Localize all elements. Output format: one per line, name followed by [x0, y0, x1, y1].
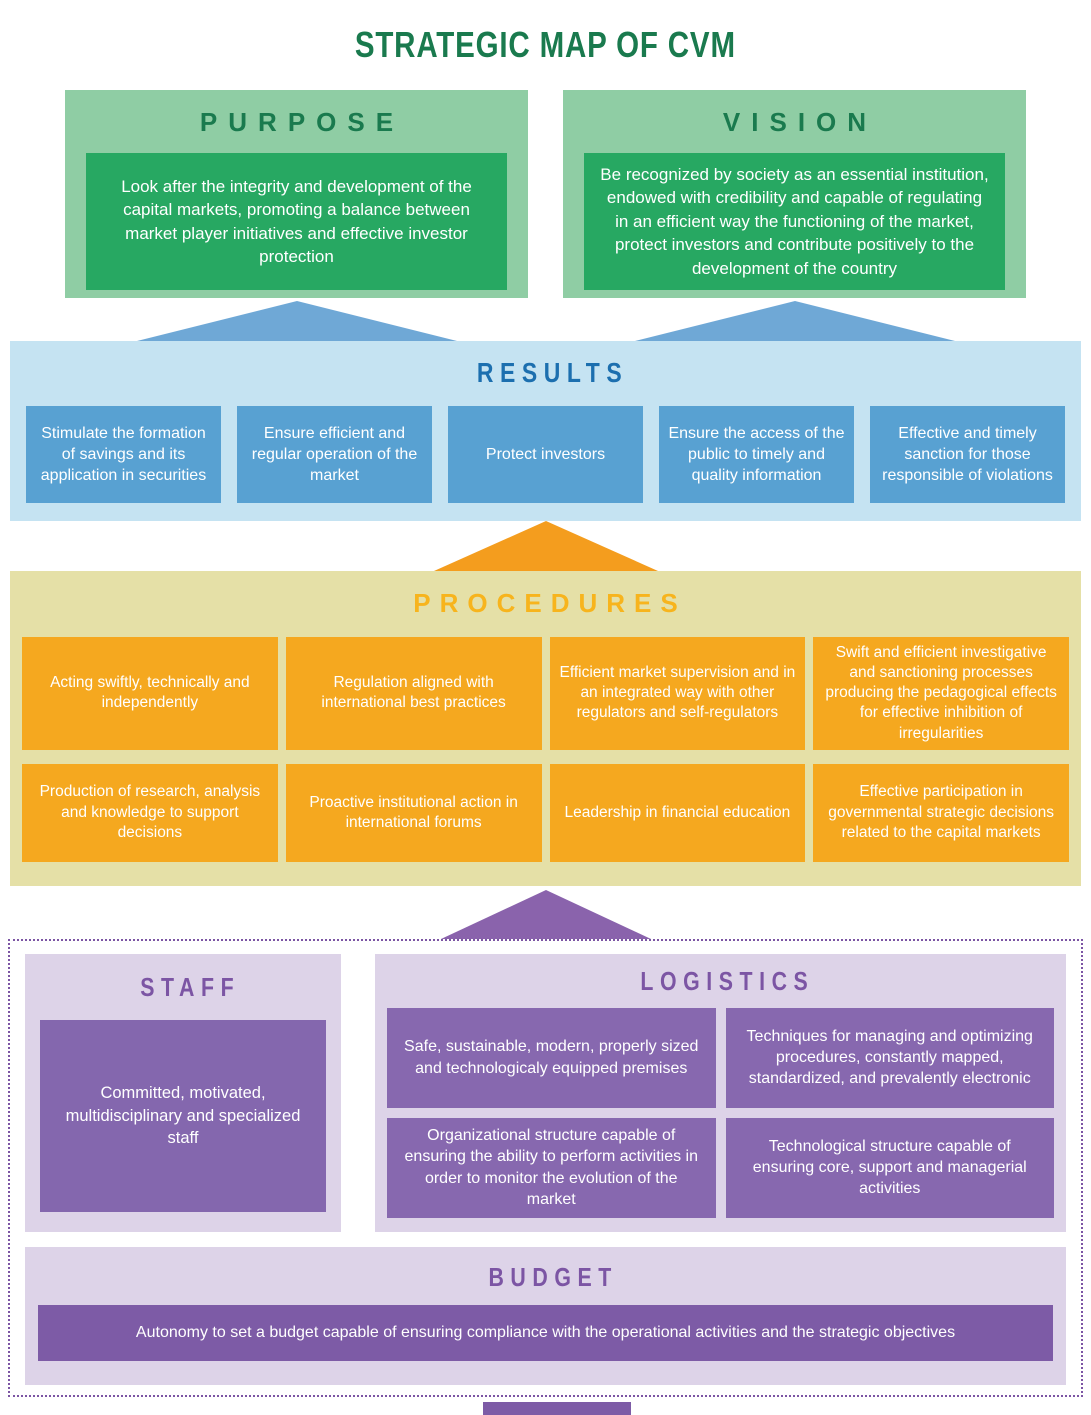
results-up-arrow — [433, 521, 658, 571]
bottom-cutoff-shape — [483, 1402, 631, 1415]
purple-arrow-row — [0, 889, 1091, 939]
logistics-grid: Safe, sustainable, modern, properly size… — [387, 1007, 1054, 1218]
logistics-item: Safe, sustainable, modern, properly size… — [387, 1007, 716, 1108]
staff-section: STAFF Committed, motivated, multidiscipl… — [25, 953, 341, 1232]
procedure-item: Effective participation in governmental … — [813, 763, 1069, 862]
logistics-item: Organizational structure capable of ensu… — [387, 1117, 716, 1218]
results-heading-text: RESULTS — [477, 357, 629, 388]
staff-statement: Committed, motivated, multidisciplinary … — [40, 1019, 326, 1212]
staff-heading-text: STAFF — [140, 971, 241, 1002]
purpose-up-arrow — [136, 301, 457, 341]
logistics-section: LOGISTICS Safe, sustainable, modern, pro… — [375, 953, 1066, 1232]
procedure-item: Efficient market supervision and in an i… — [549, 637, 806, 750]
result-item: Stimulate the formation of savings and i… — [26, 406, 221, 503]
purpose-heading: PURPOSE — [199, 107, 405, 137]
foundation-container: STAFF Committed, motivated, multidiscipl… — [8, 938, 1083, 1397]
vision-up-arrow — [634, 301, 955, 341]
procedure-item: Acting swiftly, technically and independ… — [22, 637, 278, 750]
procedures-up-arrow — [440, 889, 651, 939]
results-row: Stimulate the formation of savings and i… — [26, 406, 1065, 503]
procedure-item: Swift and efficient investigative and sa… — [813, 637, 1069, 750]
purpose-section: PURPOSE Look after the integrity and dev… — [65, 90, 528, 298]
budget-statement: Autonomy to set a budget capable of ensu… — [38, 1304, 1053, 1361]
procedure-item: Regulation aligned with international be… — [285, 637, 542, 750]
vision-statement: Be recognized by society as an essential… — [584, 153, 1005, 290]
procedures-grid: Acting swiftly, technically and independ… — [22, 637, 1069, 862]
results-section: RESULTS Stimulate the formation of savin… — [10, 341, 1081, 521]
logistics-heading: LOGISTICS — [387, 966, 1054, 997]
staff-heading: STAFF — [40, 972, 326, 1003]
result-item: Effective and timely sanction for those … — [870, 406, 1065, 503]
logistics-item: Techniques for managing and optimizing p… — [725, 1007, 1054, 1108]
procedure-item: Proactive institutional action in intern… — [285, 763, 542, 862]
results-heading: RESULTS — [26, 357, 1065, 389]
result-item: Ensure the access of the public to timel… — [659, 406, 854, 503]
budget-heading-text: BUDGET — [488, 1261, 618, 1292]
vision-heading: VISION — [722, 107, 878, 137]
result-item: Ensure efficient and regular operation o… — [237, 406, 432, 503]
foundation-top-row: STAFF Committed, motivated, multidiscipl… — [25, 953, 1066, 1232]
result-item: Protect investors — [448, 406, 643, 503]
orange-arrow-row — [0, 521, 1091, 571]
page-title: STRATEGIC MAP OF CVM — [0, 0, 1091, 66]
budget-section: BUDGET Autonomy to set a budget capable … — [25, 1246, 1066, 1385]
procedures-section: PROCEDURES Acting swiftly, technically a… — [10, 571, 1081, 886]
logistics-heading-text: LOGISTICS — [640, 965, 815, 996]
vision-section: VISION Be recognized by society as an es… — [563, 90, 1026, 298]
purpose-arrow-slot — [65, 301, 528, 341]
procedure-item: Production of research, analysis and kno… — [22, 763, 278, 862]
budget-heading: BUDGET — [38, 1262, 1053, 1293]
purpose-vision-row: PURPOSE Look after the integrity and dev… — [0, 90, 1091, 298]
logistics-item: Technological structure capable of ensur… — [725, 1117, 1054, 1218]
page-title-text: STRATEGIC MAP OF CVM — [354, 24, 737, 65]
purpose-statement: Look after the integrity and development… — [86, 153, 507, 290]
procedures-heading: PROCEDURES — [413, 588, 687, 618]
vision-arrow-slot — [563, 301, 1026, 341]
procedure-item: Leadership in financial education — [549, 763, 806, 862]
blue-arrows-row — [0, 301, 1091, 341]
